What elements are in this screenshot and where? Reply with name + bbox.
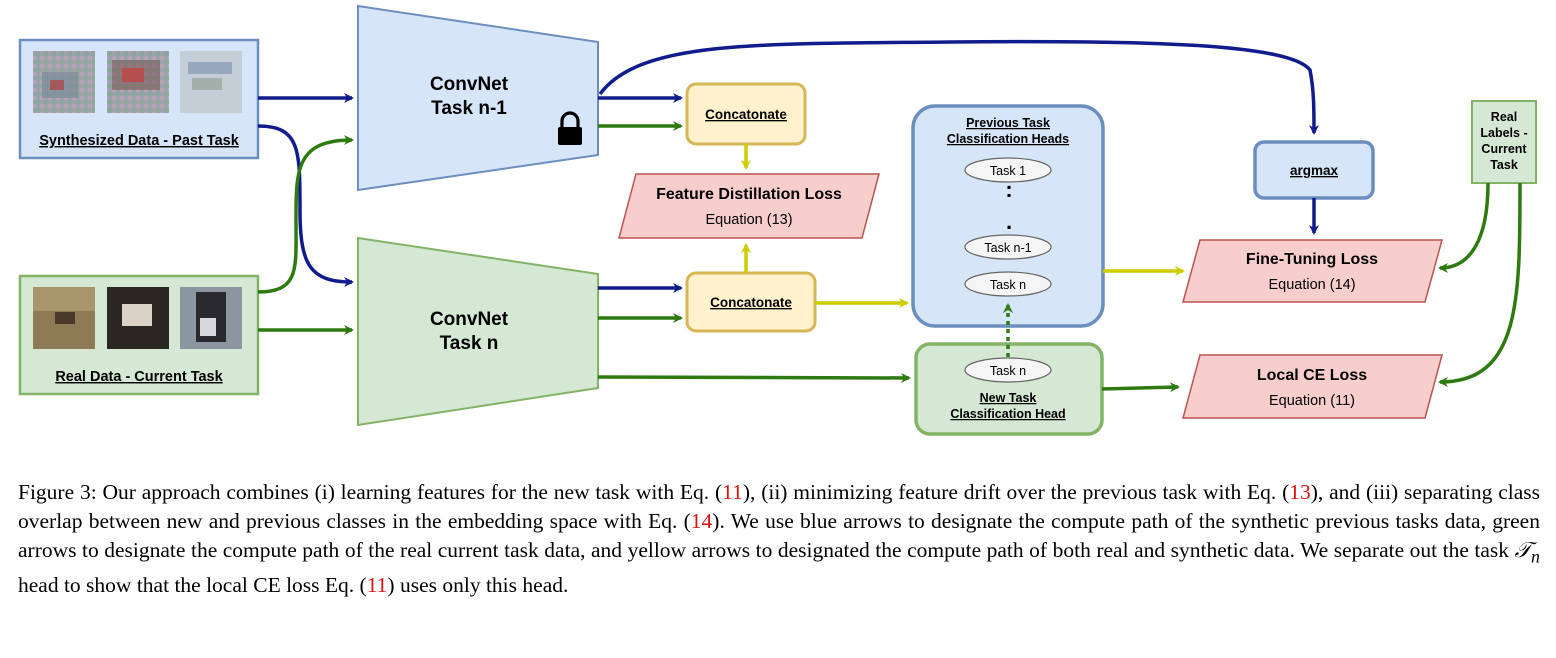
real-labels-box: Real Labels - Current Task [1471,100,1537,184]
head-task-1: Task 1 [990,164,1026,178]
fine-tuning-loss-title: Fine-Tuning Loss [1246,251,1378,268]
local-ce-loss-title: Local CE Loss [1257,367,1367,384]
arrow-labels-to-finetune [1438,182,1490,273]
synthetic-image-3 [180,51,242,113]
caption-task-subscript: n [1531,546,1540,567]
convnet-current-subtitle: Task n [440,333,499,354]
synthesized-data-box: Synthesized Data - Past Task [18,38,260,160]
caption-ref-eq13[interactable]: 13 [1289,480,1311,504]
caption-part-5: head to show that the local CE loss Eq. … [18,573,367,598]
new-head-title-1: New Task [980,391,1037,405]
arrow-real-to-convnet-prev [257,135,354,294]
real-image-dog [180,287,242,349]
caption-part-3: ), and (iii) separating class overlap be… [18,480,1541,533]
arrow-current-to-new-head [597,372,911,383]
arrow-new-head-to-local-ce [1101,382,1180,393]
green-arrows [257,121,1522,393]
new-head-title-2: Classification Head [950,407,1065,421]
feature-distillation-loss-equation: Equation (13) [705,212,792,228]
synthetic-image-1 [33,51,95,113]
argmax-label: argmax [1290,163,1339,178]
previous-heads-title-2: Classification Heads [947,132,1069,146]
fine-tuning-loss-equation: Equation (14) [1268,277,1355,293]
arrow-labels-to-local-ce [1438,182,1522,387]
figure-caption: Figure 3: Our approach combines (i) lear… [18,478,1540,600]
synthetic-image-2 [107,51,169,113]
real-data-label: Real Data - Current Task [55,369,223,385]
approach-diagram: Synthesized Data - Past Task Real Data -… [18,4,1537,436]
convnet-prev-subtitle: Task n-1 [431,98,507,119]
local-ce-loss-box: Local CE Loss Equation (11) [1182,354,1443,419]
concatenate-bottom-label: Concatonate [710,295,792,310]
real-image-horse [107,287,169,349]
heads-ellipsis: : [1005,177,1012,202]
new-task-head-box: Task n New Task Classification Head [914,342,1104,436]
previous-heads-title-1: Previous Task [966,116,1050,130]
real-image-deer [33,287,95,349]
feature-distillation-loss-box: Feature Distillation Loss Equation (13) [618,173,880,239]
real-labels-line-2: Labels - [1480,126,1527,140]
real-labels-line-3: Current [1481,142,1527,156]
caption-part-2: ), (ii) minimizing feature drift over th… [742,480,1290,504]
caption-ref-eq11-second[interactable]: 11 [366,573,388,598]
caption-ref-eq11[interactable]: 11 [722,480,743,504]
heads-dot: . [1006,209,1012,234]
caption-part-1: Figure 3: Our approach combines (i) lear… [18,480,723,504]
real-labels-line-1: Real [1491,110,1517,124]
new-head-task-n: Task n [990,364,1026,378]
feature-distillation-loss-title: Feature Distillation Loss [656,186,842,203]
concatenate-bottom-box: Concatonate [685,271,817,333]
head-task-n: Task n [990,278,1026,292]
head-task-n-minus-1: Task n-1 [984,241,1031,255]
lock-icon [558,111,582,145]
yellow-arrows [741,144,1185,308]
caption-part-4: ). We use blue arrows to designate the c… [18,509,1540,562]
previous-task-heads-box: Previous Task Classification Heads Task … [911,104,1105,328]
blue-arrows [257,39,1319,293]
real-data-box: Real Data - Current Task [18,274,260,396]
convnet-prev-task: ConvNet Task n-1 [357,4,599,192]
arrow-prev-to-argmax [598,39,1319,135]
synthesized-data-label: Synthesized Data - Past Task [39,133,240,149]
convnet-current-task: ConvNet Task n [357,236,599,427]
caption-part-6: ) uses only this head. [387,573,569,598]
caption-task-symbol: 𝒯 [1514,538,1532,562]
fine-tuning-loss-box: Fine-Tuning Loss Equation (14) [1182,239,1443,303]
caption-ref-eq14[interactable]: 14 [690,509,713,533]
argmax-box: argmax [1253,140,1375,200]
concatenate-top-box: Concatonate [685,82,807,146]
real-labels-line-4: Task [1490,158,1518,172]
concatenate-top-label: Concatonate [705,107,787,122]
local-ce-loss-equation: Equation (11) [1269,393,1355,409]
arrow-synth-to-convnet-current [257,124,354,287]
convnet-prev-title: ConvNet [430,74,509,95]
convnet-current-title: ConvNet [430,309,509,330]
